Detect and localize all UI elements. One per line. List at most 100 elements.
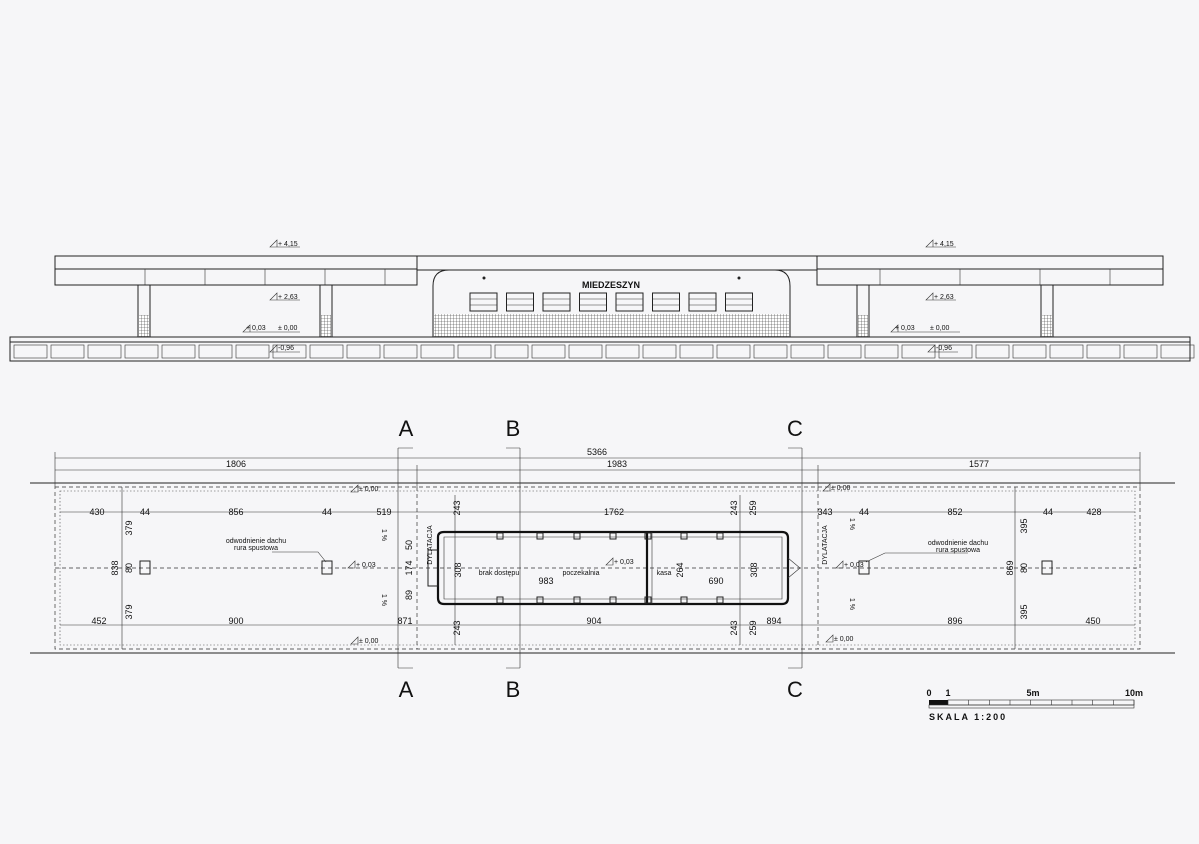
platform-top xyxy=(9,336,1191,343)
dim-left-top-3: 856 xyxy=(228,507,243,517)
pavilion-column-bottom xyxy=(496,596,504,604)
platform-panel xyxy=(124,344,159,359)
platform-wall xyxy=(9,341,1191,362)
dim-center-v-4: 308 xyxy=(453,562,463,577)
dim-right-v-2: 80 xyxy=(1019,563,1029,573)
slope-right-bottom: 1 % xyxy=(848,598,855,610)
pipe-note-right-2: rura spustowa xyxy=(936,547,980,554)
dim-center-v-5: 264 xyxy=(675,562,685,577)
plan-level-right-top: ± 0,00 xyxy=(822,483,851,492)
dim-center-v-2: 174 xyxy=(404,560,414,575)
platform-panel xyxy=(901,344,936,359)
dim-center-bottom-1: 243 xyxy=(452,620,462,635)
pipe-note-right-1: odwodnienie dachu xyxy=(928,540,988,547)
dim-left-top-4: 44 xyxy=(322,507,332,517)
pavilion-door-swing xyxy=(787,557,801,579)
pavilion-column-top xyxy=(573,532,581,540)
scale-tick-5: 5m xyxy=(1026,688,1039,698)
level-zero-right-text: ± 0,00 xyxy=(930,325,950,332)
platform-panel xyxy=(198,344,233,359)
scale-body xyxy=(947,699,1135,706)
left-column-1-base xyxy=(139,315,149,337)
dim-center-v-6: 308 xyxy=(749,562,759,577)
plan-level-left-top-text: ± 0,00 xyxy=(359,486,379,493)
downpipe-left-2 xyxy=(321,560,333,575)
pavilion-column-bottom xyxy=(536,596,544,604)
section-c-bottom: C xyxy=(787,677,803,702)
pavilion-column-top xyxy=(644,532,652,540)
level-canopy-left: + 2,63 xyxy=(269,292,300,301)
scale-bar: 0 1 5m 10m SKALA 1:200 xyxy=(926,688,1143,722)
level-track-right-text: -0,96 xyxy=(936,345,952,352)
pipe-leader-right xyxy=(865,552,968,563)
dim-center-v-3: 89 xyxy=(404,590,414,600)
pavilion-door[interactable] xyxy=(427,549,439,587)
section-a-bottom: A xyxy=(399,677,414,702)
dim-right-top-4: 44 xyxy=(1043,507,1053,517)
pipe-leader-left xyxy=(272,551,327,563)
slope-right-top: 1 % xyxy=(848,518,855,530)
pavilion-lamp xyxy=(482,276,486,280)
dim-center-inner-b: 690 xyxy=(708,576,723,586)
dim-segment-1: 1806 xyxy=(226,459,246,469)
dim-center-top-3: 243 xyxy=(729,500,739,515)
level-zero-left-text: ± 0,00 xyxy=(278,325,298,332)
level-roof-left-text: + 4,15 xyxy=(278,241,298,248)
pavilion-lamp xyxy=(737,276,741,280)
scale-ticks xyxy=(968,700,1135,705)
pipe-note-left-1: odwodnienie dachu xyxy=(226,538,286,545)
pavilion-window xyxy=(652,292,680,312)
pavilion-window xyxy=(579,292,607,312)
platform-panel xyxy=(50,344,85,359)
platform-panel xyxy=(753,344,788,359)
pavilion-window xyxy=(542,292,571,312)
plan-level-left-mid: + 0,03 xyxy=(347,560,376,569)
room-label-ticket: kasa xyxy=(657,570,672,577)
dim-segment-3: 1577 xyxy=(969,459,989,469)
platform-panel xyxy=(1123,344,1158,359)
room-label-waiting: poczekalnia xyxy=(563,570,600,577)
platform-panel xyxy=(642,344,677,359)
plan-level-right-bottom-text: ± 0,00 xyxy=(834,636,854,643)
platform-panel xyxy=(235,344,270,359)
pavilion-columns xyxy=(496,532,724,604)
dim-center-bottom-2: 904 xyxy=(586,616,601,626)
pavilion-plinth xyxy=(434,314,789,337)
scale-tick-0: 0 xyxy=(926,688,931,698)
platform-panel xyxy=(457,344,492,359)
platform-panel xyxy=(531,344,566,359)
dim-left-top-5: 519 xyxy=(376,507,391,517)
platform-panel xyxy=(716,344,751,359)
platform-panel xyxy=(864,344,899,359)
pavilion-column-bottom xyxy=(609,596,617,604)
plan-level-left-top: ± 0,00 xyxy=(350,484,379,493)
platform-panel xyxy=(1086,344,1121,359)
section-b-top: B xyxy=(506,416,521,441)
level-track-right: -0,96 xyxy=(927,344,958,353)
pavilion-window xyxy=(615,292,644,312)
dim-left-v-2: 80 xyxy=(124,563,134,573)
platform-panel xyxy=(494,344,529,359)
platform-panel xyxy=(605,344,640,359)
pavilion-column-top xyxy=(536,532,544,540)
plan-level-left-bottom-text: ± 0,00 xyxy=(359,638,379,645)
plan-level-left-mid-text: + 0,03 xyxy=(356,562,376,569)
slope-left-top: 1 % xyxy=(380,529,387,541)
platform-outline xyxy=(54,486,1141,650)
dim-right-top-2: 44 xyxy=(859,507,869,517)
platform-panels xyxy=(13,344,1195,359)
dim-left-bottom-2: 900 xyxy=(228,616,243,626)
pavilion-column-bottom xyxy=(644,596,652,604)
section-c-marker: C C xyxy=(787,416,803,702)
dim-left-v-4: 379 xyxy=(124,604,134,619)
level-track-left-text: -0,96 xyxy=(278,345,294,352)
pavilion-windows xyxy=(469,292,753,312)
level-canopy-left-text: + 2,63 xyxy=(278,294,298,301)
dim-right-bottom-3: 450 xyxy=(1085,616,1100,626)
platform-panel xyxy=(1160,344,1195,359)
plan-level-right-mid: + 0,03 xyxy=(835,560,864,569)
left-canopy-roof xyxy=(54,268,418,286)
section-a-top: A xyxy=(399,416,414,441)
